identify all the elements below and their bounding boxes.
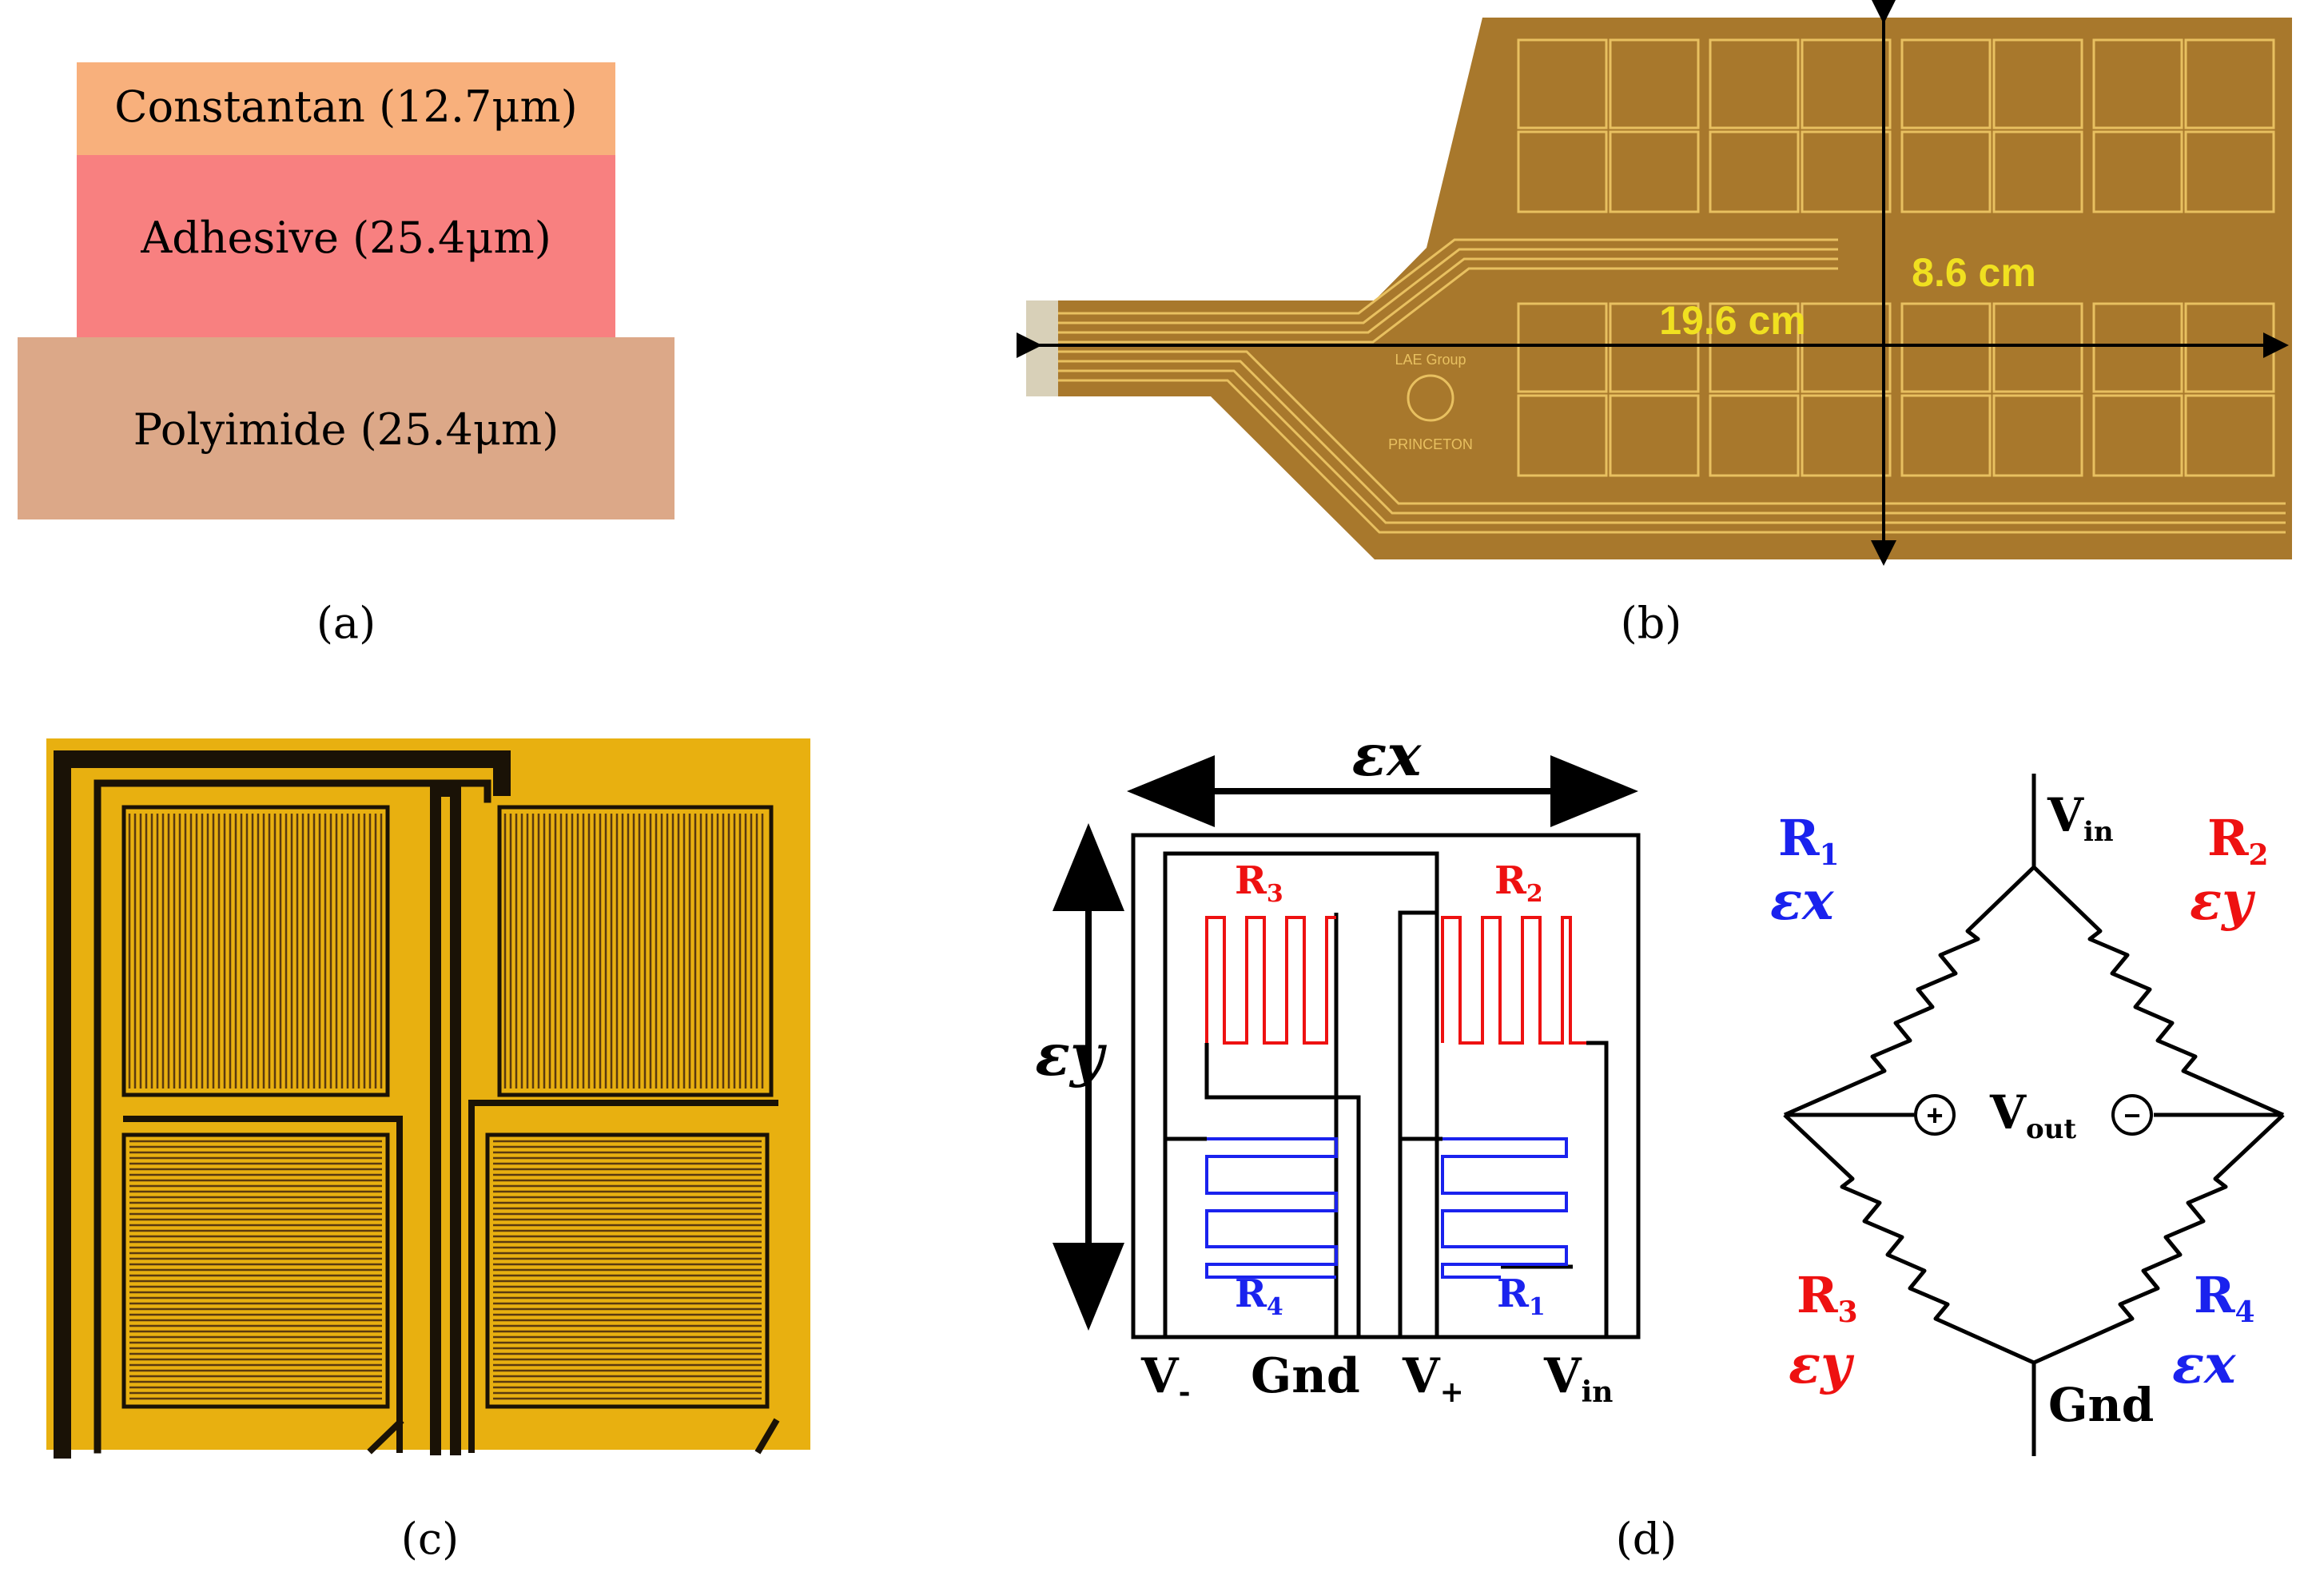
height-label: 8.6 cm (1912, 250, 2036, 295)
panel-a-caption: (a) (316, 598, 376, 648)
logo-bottom-text: PRINCETON (1388, 436, 1473, 452)
bridge-r3-label: R3 (1797, 1266, 1858, 1329)
layout-r3-label: R3 (1235, 858, 1283, 908)
bridge-gnd-label: Gnd (2048, 1378, 2154, 1432)
micrograph-traces (54, 750, 780, 1459)
panel-d-bridge: + − Vout Vin Gnd R1 εx R2 εy R3 εy R4 εx… (1616, 774, 2285, 1564)
layout-r1-label: R1 (1497, 1272, 1546, 1321)
layout-wiring (1131, 833, 1641, 1339)
gnd-pad-label: Gnd (1251, 1348, 1360, 1404)
bridge-vin-label: Vin (2047, 788, 2114, 848)
v-minus-label: V- (1140, 1348, 1191, 1409)
layout-r4-label: R4 (1235, 1272, 1283, 1321)
panel-b: LAE Group PRINCETON 19.6 cm 8.6 cm (b) (1017, 0, 2292, 648)
r1-meander (1441, 1137, 1568, 1279)
tiger-logo-icon (1407, 374, 1454, 422)
bridge-r1-label: R1 (1778, 809, 1840, 872)
sensor-sheet-photo (1031, 18, 2292, 559)
plus-terminal-symbol: + (1926, 1099, 1943, 1132)
constantan-layer (77, 62, 615, 155)
bridge-r4-strain: εx (2172, 1333, 2236, 1395)
minus-terminal-symbol: − (2123, 1099, 2140, 1132)
bridge-r2-label: R2 (2207, 809, 2269, 872)
plus-terminal-icon (1914, 1094, 1956, 1136)
width-label: 19.6 cm (1659, 298, 1805, 343)
polyimide-layer (18, 337, 674, 519)
panel-c: (c) (46, 738, 810, 1564)
minus-terminal-icon (2111, 1094, 2153, 1136)
polyimide-label: Polyimide (25.4μm) (133, 404, 559, 455)
r2-meander (1441, 916, 1586, 1045)
v-in-pad-label: Vin (1543, 1348, 1613, 1409)
panel-d-caption: (d) (1616, 1514, 1677, 1564)
bridge-r2-strain: εy (2190, 870, 2256, 932)
panel-d-layout: εx εy R3 R2 R4 R1 (1035, 721, 1641, 1409)
strain-x-label: εx (1352, 721, 1423, 789)
bridge-r4-label: R4 (2194, 1266, 2255, 1329)
adhesive-layer (77, 155, 615, 337)
constantan-label: Constantan (12.7μm) (114, 82, 578, 132)
adhesive-label: Adhesive (25.4μm) (140, 213, 551, 263)
bridge-vout-label: Vout (1989, 1085, 2076, 1145)
panel-c-caption: (c) (401, 1514, 459, 1564)
sheet-connector (1026, 300, 1058, 396)
layout-r2-label: R2 (1494, 858, 1543, 908)
micrograph-serpentine-lines (128, 814, 764, 1400)
panel-a: Constantan (12.7μm) Adhesive (25.4μm) Po… (18, 62, 674, 648)
strain-y-label: εy (1035, 1021, 1107, 1089)
v-plus-label: V+ (1402, 1348, 1464, 1409)
bridge-r1-strain: εx (1770, 870, 1834, 932)
r3-meander (1205, 916, 1336, 1045)
r4-meander (1205, 1137, 1338, 1279)
bridge-wiring (1783, 774, 2285, 1456)
logo-top-text: LAE Group (1395, 352, 1466, 368)
strain-y-arrow (1053, 823, 1124, 1331)
panel-b-caption: (b) (1621, 598, 1682, 648)
bridge-r3-strain: εy (1789, 1333, 1855, 1395)
strain-x-arrow (1127, 755, 1638, 827)
